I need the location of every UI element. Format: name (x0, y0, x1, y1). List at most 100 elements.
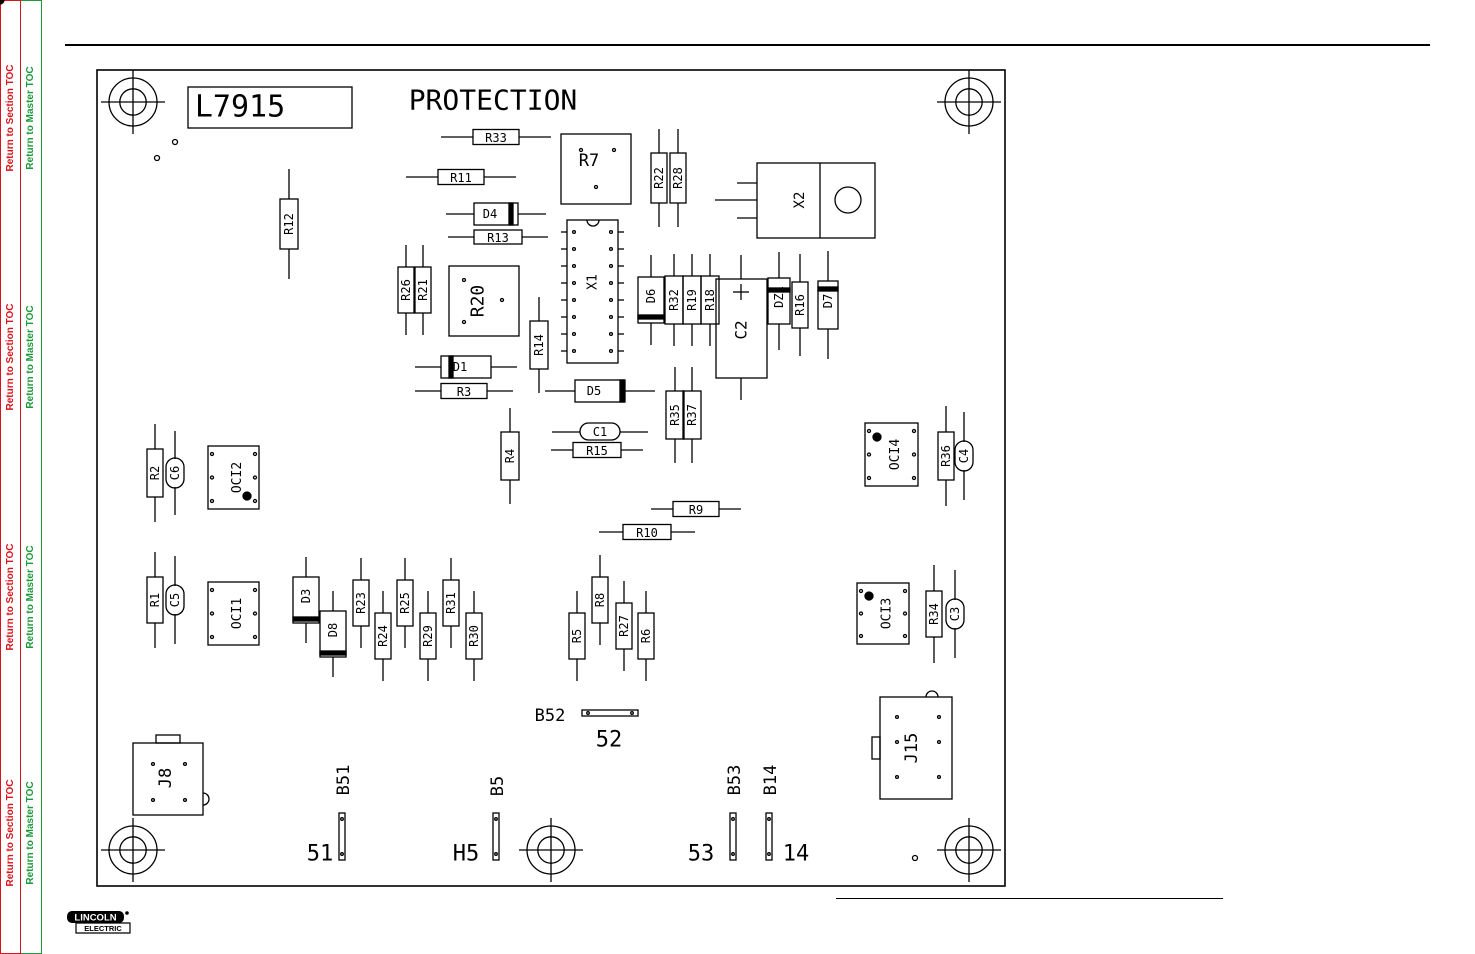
resistor-label-r18: R18 (703, 289, 717, 311)
resistor-r4 (500, 408, 520, 504)
diode-label-d5: D5 (587, 384, 601, 398)
terminal-label-b53: B53 (725, 765, 745, 796)
capacitor-c4 (954, 412, 974, 500)
resistor-label-r4: R4 (503, 449, 517, 463)
mounting-hole (937, 818, 1001, 882)
terminal-number-52: 52 (596, 728, 623, 753)
regulator-x2 (715, 162, 876, 239)
terminal-number-14: 14 (783, 842, 810, 867)
resistor-r23 (352, 558, 370, 648)
connector-label-j8: J8 (156, 768, 176, 788)
resistor-r37 (682, 367, 702, 463)
resistor-r13 (448, 229, 548, 245)
resistor-r2 (146, 424, 164, 522)
resistor-label-r29: R29 (421, 625, 435, 647)
capacitor-label-c5: C5 (168, 593, 182, 607)
resistor-label-r28: R28 (671, 167, 685, 189)
resistor-label-r27: R27 (617, 615, 631, 637)
terminal-label-b52: B52 (535, 706, 566, 726)
resistor-r28 (669, 129, 687, 227)
resistor-label-r21: R21 (416, 279, 430, 301)
optocoupler-oci2 (207, 445, 260, 510)
optocoupler-label-oci4: OCI4 (888, 439, 903, 470)
resistor-label-r16: R16 (793, 294, 807, 316)
mounting-hole (101, 70, 165, 134)
resistor-r10 (599, 523, 695, 541)
diode-label-d1: D1 (453, 360, 467, 374)
resistor-label-r37: R37 (685, 404, 699, 426)
capacitor-label-c6: C6 (168, 466, 182, 480)
resistor-r1 (146, 552, 164, 648)
resistor-r25 (396, 558, 414, 648)
resistor-r31 (442, 558, 460, 648)
terminal-label-b51: B51 (334, 765, 354, 796)
mounting-hole (519, 818, 583, 882)
diode-d1 (415, 355, 517, 379)
diode-d3 (292, 557, 320, 643)
footer-rule (836, 898, 1223, 899)
diode-label-d8: D8 (326, 623, 340, 637)
capacitor-c1 (552, 422, 648, 441)
resistor-label-r2: R2 (148, 466, 162, 480)
ic-x1 (561, 219, 624, 364)
capacitor-label-c2: C2 (732, 320, 751, 339)
resistor-label-r32: R32 (667, 289, 681, 311)
trimmer-r7 (560, 133, 632, 205)
resistor-label-r24: R24 (376, 625, 390, 647)
resistor-r5 (568, 591, 586, 681)
resistor-label-r34: R34 (927, 603, 941, 625)
resistor-r30 (465, 591, 483, 681)
resistor-label-r5: R5 (570, 629, 584, 643)
resistor-r36 (937, 406, 955, 506)
diode-d6 (637, 255, 665, 345)
resistor-label-r36: R36 (939, 445, 953, 467)
trimmer-r20 (448, 265, 520, 337)
mounting-hole (101, 818, 165, 882)
resistor-r6 (637, 591, 655, 681)
resistor-label-r35: R35 (668, 404, 682, 426)
terminal-b51 (338, 812, 346, 861)
capacitor-label-c1: C1 (593, 425, 607, 439)
resistor-r11 (406, 168, 516, 186)
resistor-r24 (374, 591, 392, 681)
resistor-label-r25: R25 (398, 592, 412, 614)
part-number: L7915 (195, 90, 285, 125)
optocoupler-label-oci2: OCI2 (230, 462, 245, 493)
diode-d7 (817, 251, 839, 359)
connector-j8 (132, 734, 210, 816)
diode-d8 (319, 591, 347, 677)
resistor-r12 (279, 169, 299, 279)
resistor-label-r10: R10 (636, 526, 658, 540)
resistor-r16 (791, 254, 809, 356)
resistor-label-r6: R6 (639, 629, 653, 643)
resistor-label-r13: R13 (487, 231, 509, 245)
terminal-b14 (765, 812, 773, 861)
resistor-r27 (615, 581, 633, 671)
capacitor-c5 (165, 556, 185, 644)
terminal-b5 (492, 812, 500, 861)
resistor-r18 (700, 254, 720, 346)
resistor-label-r22: R22 (652, 167, 666, 189)
diode-label-dz1: DZ1 (772, 286, 786, 308)
resistor-r21 (414, 245, 432, 335)
diode-label-d6: D6 (644, 289, 658, 303)
connector-label-j15: J15 (902, 733, 922, 764)
resistor-r26 (397, 245, 415, 335)
resistor-label-r1: R1 (148, 593, 162, 607)
diode-d4 (446, 202, 546, 226)
optocoupler-label-oci1: OCI1 (230, 598, 245, 629)
resistor-label-r30: R30 (467, 625, 481, 647)
ic-label-x1: X1 (586, 274, 601, 290)
terminal-number-53: 53 (688, 842, 715, 867)
resistor-r29 (419, 591, 437, 681)
part-number-box (187, 86, 353, 129)
trimmer-label-r7: R7 (579, 151, 599, 171)
capacitor-c3 (945, 570, 965, 658)
logo-line2: ELECTRIC (84, 924, 122, 933)
resistor-label-r11: R11 (450, 171, 472, 185)
mounting-hole (937, 70, 1001, 134)
resistor-r35 (665, 367, 685, 463)
lincoln-electric-logo: LINCOLN ELECTRIC (67, 911, 131, 934)
connector-j15 (871, 690, 953, 800)
